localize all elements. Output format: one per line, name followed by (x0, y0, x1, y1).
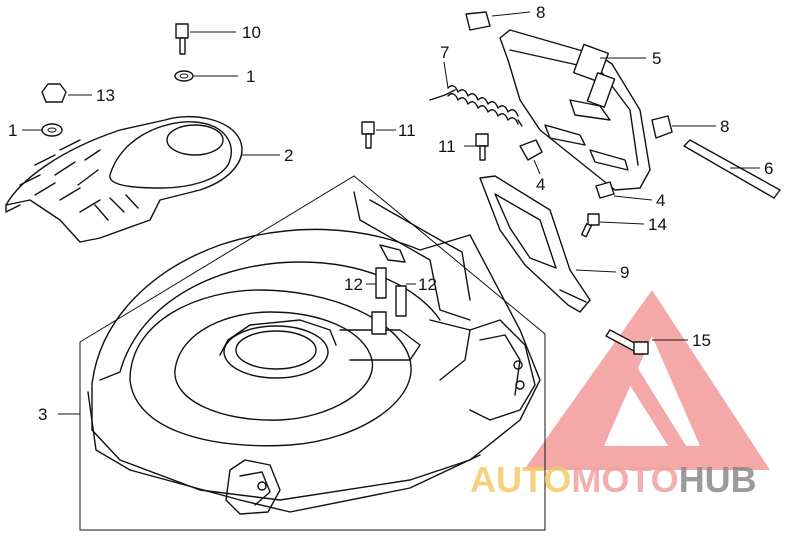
axle-rod (683, 139, 781, 199)
callout-numbers: 10 1 13 1 2 8 7 5 11 11 8 4 6 4 14 9 12 … (8, 3, 773, 424)
callout-11-left: 11 (398, 121, 416, 140)
leader-lines (22, 11, 760, 415)
callout-6: 6 (764, 159, 773, 178)
watermark-triangle (524, 290, 770, 470)
callout-12-left: 12 (344, 275, 363, 294)
callout-7: 7 (440, 43, 449, 62)
callout-4-lower: 4 (656, 191, 665, 210)
callout-10: 10 (242, 23, 261, 42)
watermark-hub: HUB (679, 459, 757, 500)
watermark-text: AUTOMOTOHUB (470, 459, 757, 500)
callout-2: 2 (284, 146, 293, 165)
svg-text:AUTOMOTOHUB: AUTOMOTOHUB (470, 459, 757, 500)
callout-8-right: 8 (720, 117, 729, 136)
callout-1-upper: 1 (246, 67, 255, 86)
spring (429, 85, 523, 127)
callout-15: 15 (692, 331, 711, 350)
callout-11-center: 11 (438, 137, 456, 156)
watermark-triangle-inner (614, 330, 690, 452)
watermark-auto: AUTO (470, 459, 571, 500)
callout-12-right: 12 (418, 275, 437, 294)
callout-5: 5 (652, 49, 661, 68)
callout-3: 3 (38, 405, 47, 424)
hardware (41, 11, 673, 355)
mower-deck (79, 175, 546, 531)
callout-4-upper: 4 (536, 175, 545, 194)
watermark-logo (524, 290, 770, 470)
callout-13: 13 (96, 86, 115, 105)
callout-9: 9 (620, 263, 629, 282)
wheel-plate (479, 175, 591, 313)
motor-cover (5, 115, 243, 243)
callout-1-left: 1 (8, 121, 17, 140)
watermark-moto: MOTO (571, 459, 678, 500)
callout-14: 14 (648, 215, 667, 234)
height-bracket (499, 29, 651, 191)
callout-8-top: 8 (536, 3, 545, 22)
